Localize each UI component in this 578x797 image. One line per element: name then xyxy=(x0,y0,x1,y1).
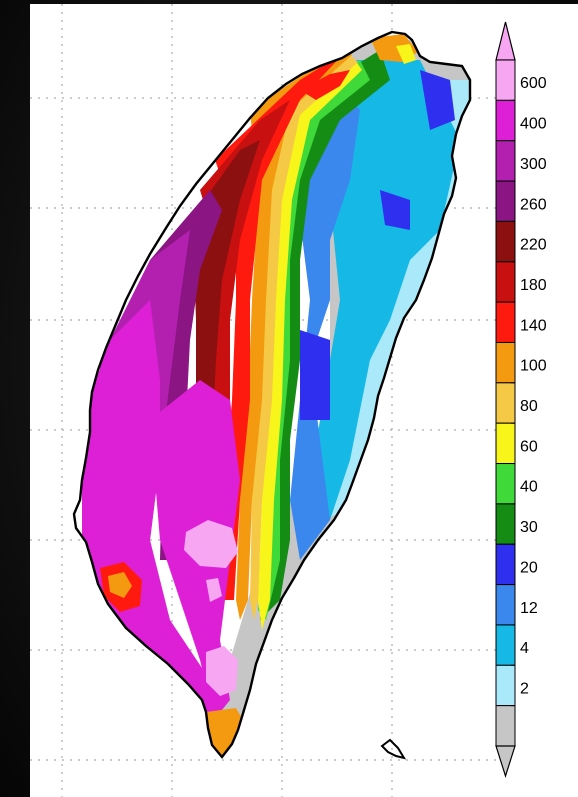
colorbar-label: 600 xyxy=(520,75,547,92)
colorbar-label: 12 xyxy=(520,600,538,617)
colorbar-segment xyxy=(495,463,516,505)
field-zone-east-valley xyxy=(380,190,410,230)
colorbar-label: 180 xyxy=(520,277,547,294)
colorbar-label: 100 xyxy=(520,358,547,375)
field-zone-east-valley xyxy=(300,330,330,420)
field-zone-west-plain-peak xyxy=(184,520,238,568)
rainfall-map: 600 400 300 260 220 180 140 100 80 60 40 30 20 12 4 2 xyxy=(30,4,547,797)
field-zone-crest-transition xyxy=(250,55,358,620)
colorbar-label: 80 xyxy=(520,398,538,415)
colorbar-segment xyxy=(495,261,516,303)
colorbar-segment xyxy=(495,422,516,465)
field-zone-west-plain-peak xyxy=(206,578,222,602)
colorbar-segment xyxy=(495,99,516,142)
colorbar-label: 140 xyxy=(520,317,547,334)
small-island-outline xyxy=(380,738,407,760)
rainfall-field xyxy=(82,34,470,757)
colorbar-segment xyxy=(495,59,516,101)
field-zone-crest-east-edge xyxy=(206,708,244,756)
colorbar-label: 40 xyxy=(520,479,538,496)
field-zone-west-plain-peak xyxy=(206,646,238,696)
field-zone-east-coast xyxy=(290,90,360,560)
colorbar-segment xyxy=(495,705,516,747)
colorbar-label: 260 xyxy=(520,196,547,213)
field-zone-mountain-crest xyxy=(300,70,350,100)
colorbar-segment xyxy=(495,584,516,626)
colorbar-segment xyxy=(495,220,516,263)
colorbar-segment xyxy=(495,140,516,182)
colorbar-label: 60 xyxy=(520,438,538,455)
colorbar-bottom-triangle xyxy=(495,745,516,778)
colorbar-segment xyxy=(495,503,516,545)
colorbar-top-triangle xyxy=(495,21,516,61)
colorbar-label: 400 xyxy=(520,116,547,133)
colorbar-segment xyxy=(495,341,516,384)
colorbar-label: 4 xyxy=(520,640,529,657)
colorbar-segment xyxy=(495,624,516,666)
map-panel: 600 400 300 260 220 180 140 100 80 60 40 30 20 12 4 2 xyxy=(30,4,578,797)
colorbar-segment xyxy=(495,664,516,707)
colorbar-label: 30 xyxy=(520,519,538,536)
colorbar-segment xyxy=(495,382,516,424)
colorbar-label: 20 xyxy=(520,559,538,576)
colorbar-label: 300 xyxy=(520,156,547,173)
colorbar-segment xyxy=(495,543,516,586)
field-zone-crest-transition-2 xyxy=(258,60,362,630)
colorbar-segment xyxy=(495,180,516,222)
field-zone-west-plain xyxy=(82,300,230,757)
colorbar-label: 2 xyxy=(520,680,529,697)
field-zone-east-valley xyxy=(420,70,455,130)
field-zone-crest-east-edge xyxy=(108,572,132,598)
taiwan-coastline xyxy=(72,30,472,759)
colorbar-segment xyxy=(495,301,516,343)
colorbar-label: 220 xyxy=(520,237,547,254)
field-zone-crest-east-edge xyxy=(236,50,352,620)
colorbar: 600 400 300 260 220 180 140 100 80 60 40 30 20 12 4 2 xyxy=(495,21,547,778)
field-zone-crest-transition-2 xyxy=(396,44,416,64)
